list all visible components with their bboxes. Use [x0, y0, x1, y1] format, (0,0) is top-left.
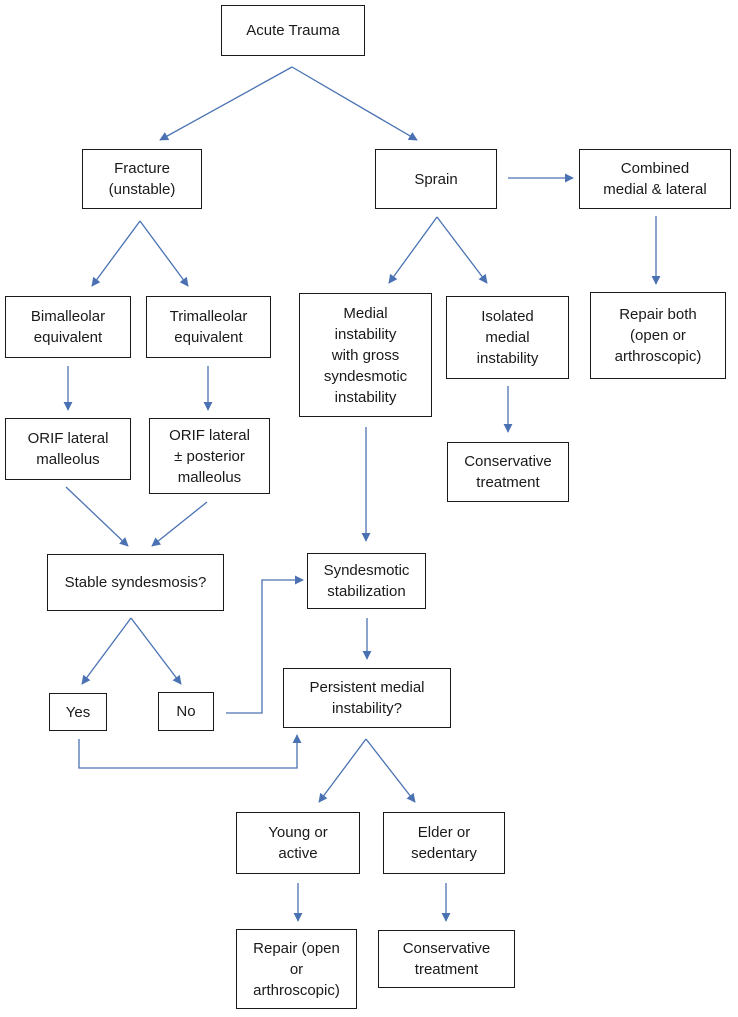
arrow-orif-to-stable-right	[151, 501, 208, 547]
arrow-fracture-to-bimalleolar	[91, 220, 141, 287]
node-medial-gross-syndesmotic: Medial instability with gross syndesmoti…	[299, 293, 432, 417]
node-no: No	[158, 692, 214, 731]
node-sprain: Sprain	[375, 149, 497, 209]
arrow-sprain-to-medial-gross	[388, 216, 438, 284]
node-conservative-treatment-2: Conservative treatment	[378, 930, 515, 988]
arrow-yes-to-persistent	[78, 734, 302, 769]
arrow-sprain-to-isolated-medial	[436, 216, 488, 284]
arrow-orif-to-stable-left	[65, 486, 129, 547]
arrow-persistent-to-young	[318, 738, 367, 803]
arrow-persistent-to-elder	[365, 738, 416, 803]
arrow-fracture-to-trimalleolar	[139, 220, 189, 287]
node-orif-lateral-malleolus: ORIF lateral malleolus	[5, 418, 131, 480]
arrow-trauma-to-fracture	[159, 66, 293, 141]
arrow-trauma-to-sprain	[291, 66, 418, 141]
node-elder-or-sedentary: Elder or sedentary	[383, 812, 505, 874]
node-conservative-treatment-1: Conservative treatment	[447, 442, 569, 502]
node-yes: Yes	[49, 693, 107, 731]
node-persistent-medial-instability: Persistent medial instability?	[283, 668, 451, 728]
arrow-stable-to-yes	[81, 617, 132, 685]
node-combined-medial-lateral: Combined medial & lateral	[579, 149, 731, 209]
node-fracture-unstable: Fracture (unstable)	[82, 149, 202, 209]
node-repair-open-or-arthroscopic: Repair (open or arthroscopic)	[236, 929, 357, 1009]
node-isolated-medial-instability: Isolated medial instability	[446, 296, 569, 379]
node-trimalleolar-equivalent: Trimalleolar equivalent	[146, 296, 271, 358]
node-young-or-active: Young or active	[236, 812, 360, 874]
arrow-stable-to-no	[130, 617, 182, 685]
arrow-no-to-stabilization	[226, 575, 304, 714]
node-acute-trauma: Acute Trauma	[221, 5, 365, 56]
node-repair-both: Repair both (open or arthroscopic)	[590, 292, 726, 379]
node-stable-syndesmosis: Stable syndesmosis?	[47, 554, 224, 611]
node-syndesmotic-stabilization: Syndesmotic stabilization	[307, 553, 426, 609]
node-bimalleolar-equivalent: Bimalleolar equivalent	[5, 296, 131, 358]
node-orif-lateral-posterior-malleolus: ORIF lateral ± posterior malleolus	[149, 418, 270, 494]
